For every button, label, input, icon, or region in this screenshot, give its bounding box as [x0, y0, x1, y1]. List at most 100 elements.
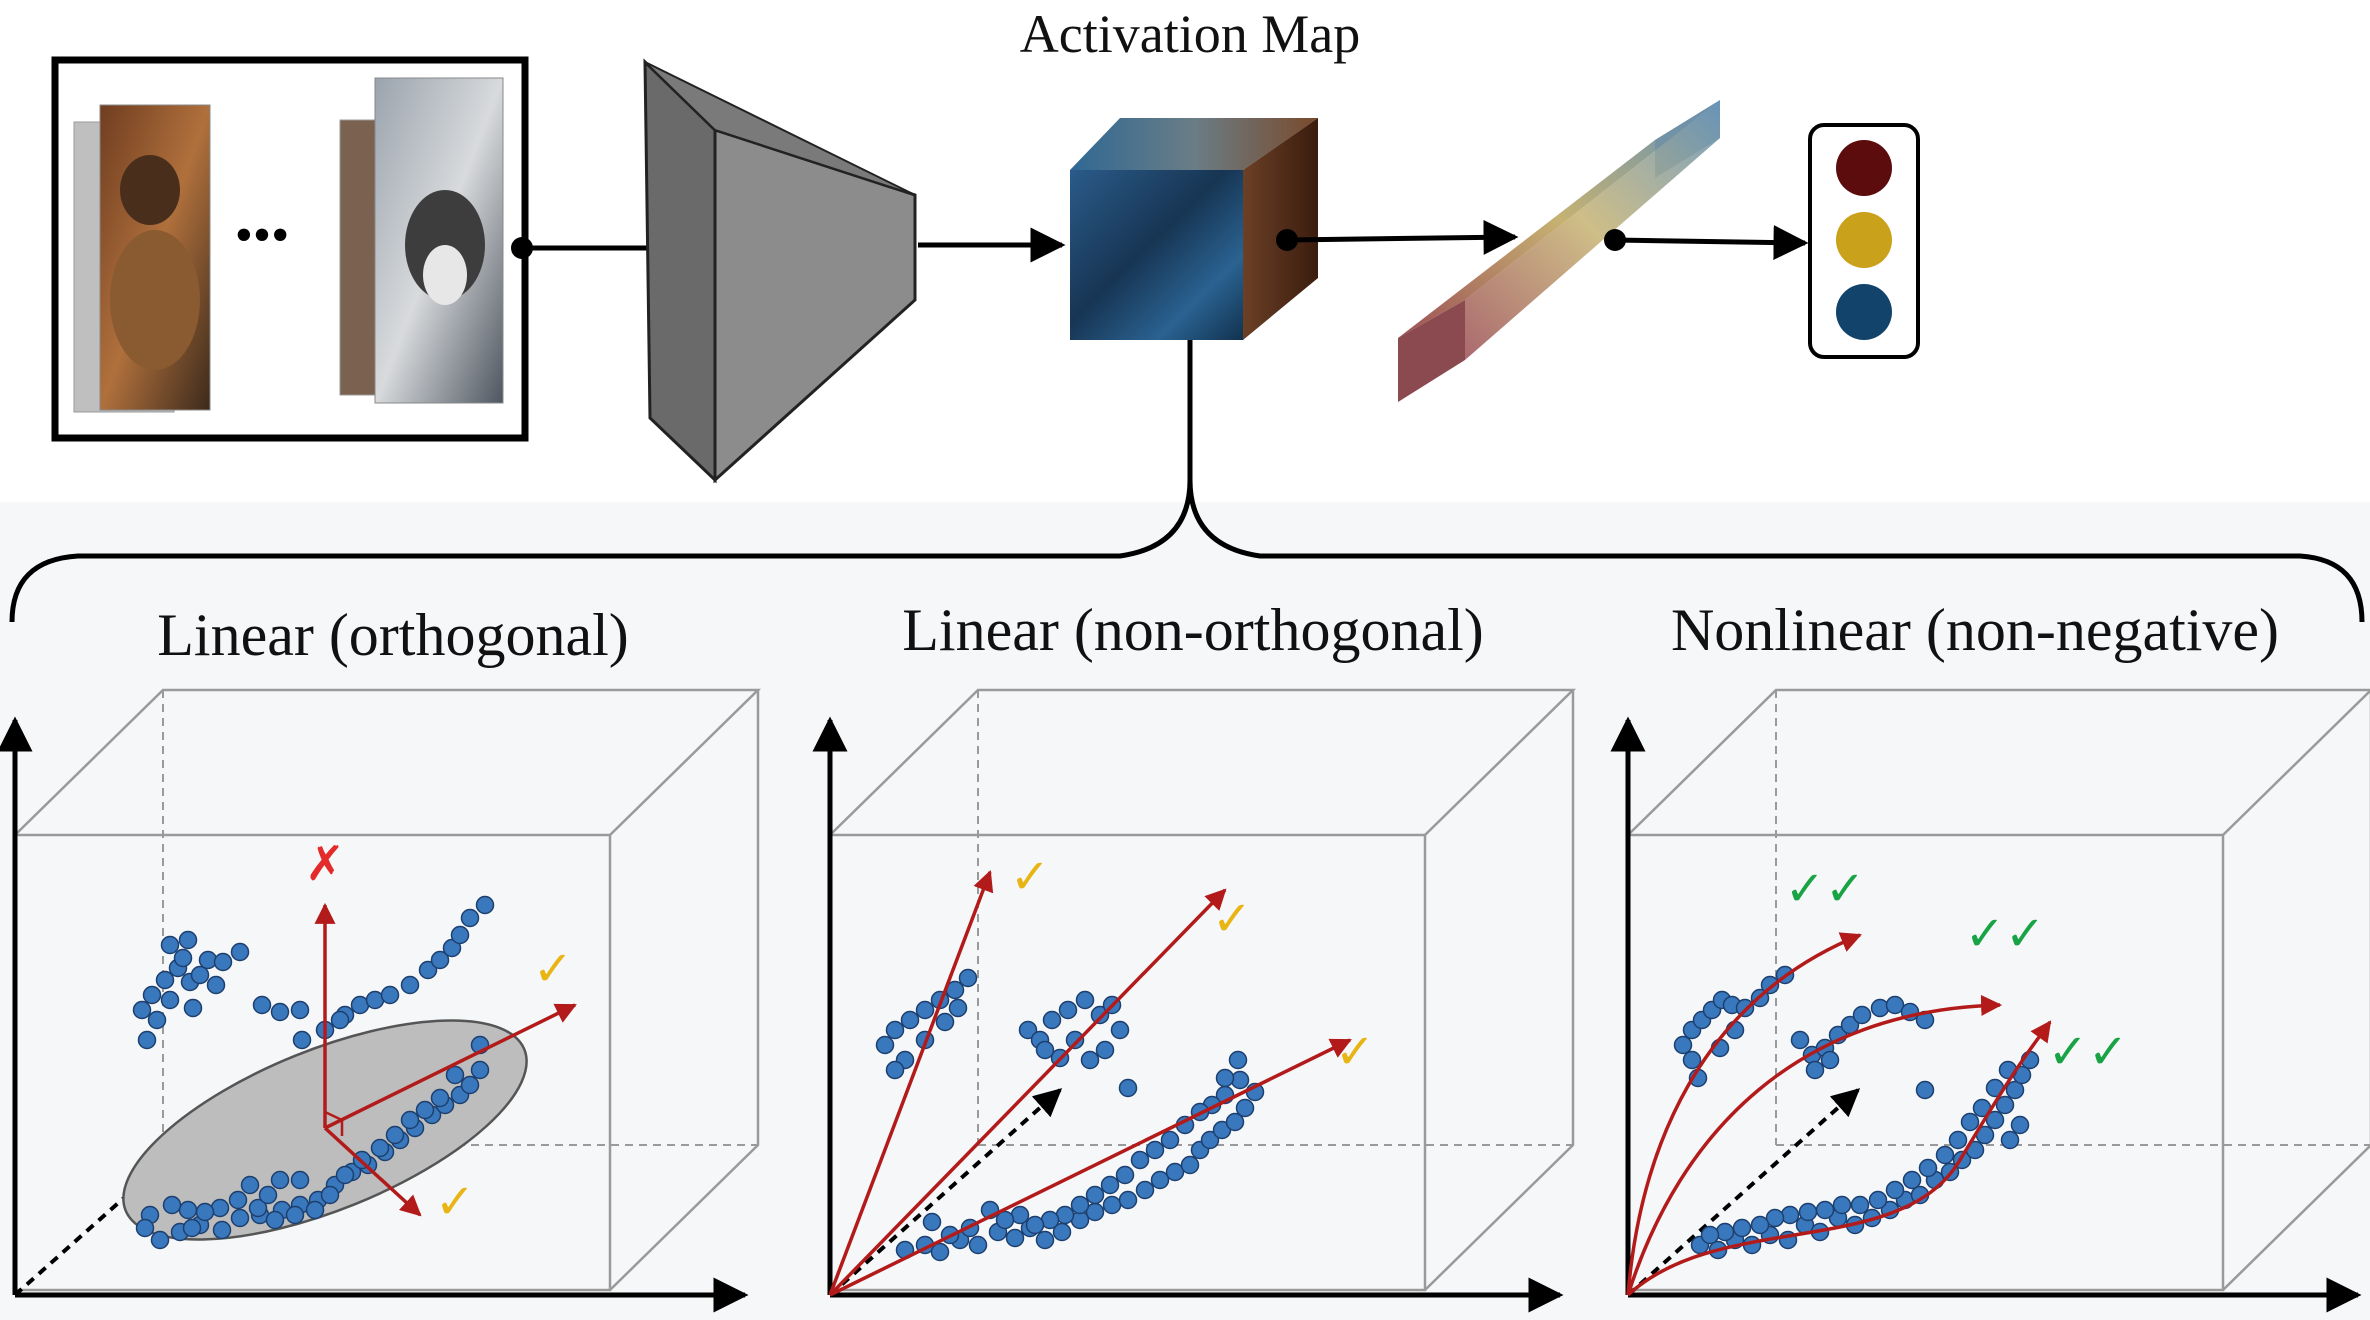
image-stack-left — [73, 104, 211, 413]
data-point — [2005, 1080, 2025, 1100]
data-point — [1145, 1140, 1165, 1160]
data-point — [1228, 1050, 1248, 1070]
basis-vector-arrow — [829, 1038, 1352, 1297]
data-point — [1215, 1068, 1235, 1088]
data-point — [380, 985, 400, 1005]
data-point — [292, 1030, 312, 1050]
data-point — [206, 975, 226, 995]
data-point — [162, 1195, 182, 1215]
data-point — [1130, 1150, 1150, 1170]
data-point — [385, 1125, 405, 1145]
data-point — [1165, 1162, 1185, 1182]
data-point — [885, 1020, 905, 1040]
data-point — [1065, 1030, 1085, 1050]
axes — [812, 716, 1564, 1313]
image-stack-right — [339, 77, 504, 404]
data-point — [915, 1000, 935, 1020]
data-point — [460, 908, 480, 928]
data-point — [230, 942, 250, 962]
data-point — [160, 935, 180, 955]
data-point — [1005, 1228, 1025, 1248]
data-point — [320, 1185, 340, 1205]
basis-vector-arrow — [828, 870, 994, 1296]
output-node-2 — [1836, 212, 1892, 268]
data-point — [450, 925, 470, 945]
data-point — [1025, 1215, 1045, 1235]
basis-vector-arrow — [324, 1003, 577, 1130]
data-point — [1780, 1205, 1800, 1225]
data-point — [252, 995, 272, 1015]
data-point — [935, 1012, 955, 1032]
basis-vector-arrow — [828, 888, 1227, 1297]
data-point — [1815, 1200, 1835, 1220]
data-point — [1042, 1010, 1062, 1030]
evaluation-mark: ✓✓ — [1965, 906, 2045, 962]
output-nodes — [1836, 140, 1892, 340]
data-point — [875, 1035, 895, 1055]
data-point — [1868, 1190, 1888, 1210]
data-point — [2010, 1115, 2030, 1135]
data-point — [1100, 1175, 1120, 1195]
feature-space-box — [1626, 688, 2370, 1292]
data-point — [1715, 1222, 1735, 1242]
data-point — [1750, 1215, 1770, 1235]
data-point — [1180, 1155, 1200, 1175]
data-point — [178, 930, 198, 950]
data-point — [1832, 1195, 1852, 1215]
data-point — [948, 998, 968, 1018]
data-points — [875, 968, 1265, 1262]
data-point — [1985, 1110, 2005, 1130]
data-point — [1058, 1000, 1078, 1020]
data-point — [1885, 995, 1905, 1015]
data-point — [1918, 1158, 1938, 1178]
data-point — [475, 895, 495, 915]
panel-nonlinear-non-negative: Nonlinear (non-negative)✓✓✓✓✓✓ — [1610, 597, 2370, 1313]
panel-linear-non-orthogonal: Linear (non-orthogonal)✓✓✓ — [812, 597, 1577, 1313]
evaluation-mark: ✓✓ — [2048, 1024, 2128, 1080]
data-point — [1118, 1190, 1138, 1210]
output-node-3 — [1836, 284, 1892, 340]
data-point — [1960, 1112, 1980, 1132]
axes — [1610, 716, 2362, 1313]
data-point — [270, 1170, 290, 1190]
panel-linear-orthogonal: Linear (orthogonal)✗✓✓ — [0, 602, 762, 1313]
data-point — [1682, 1050, 1702, 1070]
data-point — [142, 985, 162, 1005]
data-point — [1118, 1078, 1138, 1098]
data-point — [400, 1110, 420, 1130]
data-point — [1110, 1020, 1130, 1040]
evaluation-mark: ✓✓ — [1785, 861, 1865, 917]
data-point — [930, 1242, 950, 1262]
data-point — [1018, 1020, 1038, 1040]
evaluation-mark: ✓ — [1212, 891, 1252, 947]
data-point — [182, 1218, 202, 1238]
data-point — [885, 1060, 905, 1080]
data-point — [270, 1002, 290, 1022]
z-axis — [828, 1088, 1063, 1297]
data-point — [900, 1010, 920, 1030]
data-point — [1235, 1098, 1255, 1118]
data-point — [305, 1200, 325, 1220]
basis-vectors — [314, 902, 577, 1217]
data-point — [1885, 1180, 1905, 1200]
data-point — [1070, 1195, 1090, 1215]
data-point — [1732, 1218, 1752, 1238]
data-point — [415, 1100, 435, 1120]
panel-title: Linear (orthogonal) — [157, 602, 628, 668]
data-point — [1160, 1130, 1180, 1150]
data-point — [173, 948, 193, 968]
data-point — [210, 1198, 230, 1218]
data-point — [958, 968, 978, 988]
activation-map-cube — [1070, 118, 1318, 340]
brace — [9, 479, 2365, 623]
panel-title: Linear (non-orthogonal) — [902, 597, 1483, 663]
data-point — [1150, 1170, 1170, 1190]
data-point — [2000, 1130, 2020, 1150]
data-point — [1915, 1080, 1935, 1100]
output-node-1 — [1836, 140, 1892, 196]
evaluation-mark: ✓ — [1335, 1024, 1375, 1080]
basis-curve-arrow — [1626, 994, 2003, 1296]
data-point — [1090, 1005, 1110, 1025]
data-point — [147, 1010, 167, 1030]
